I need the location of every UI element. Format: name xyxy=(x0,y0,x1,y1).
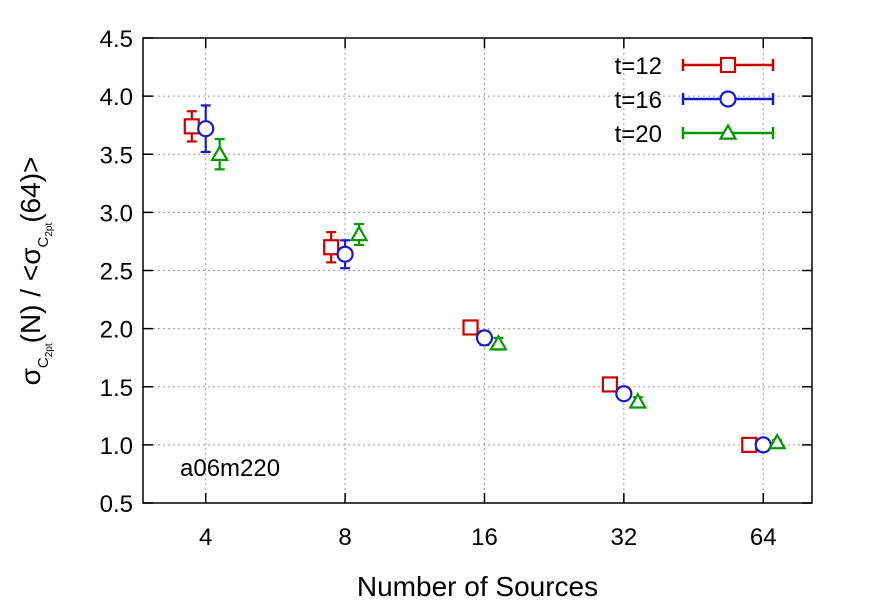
data-series xyxy=(183,104,787,454)
axis-ticks: 0.5 1.0 1.5 2.0 2.5 3.0 3.5 4.0 4.5 4 8 16 32 64 xyxy=(100,26,812,551)
y-tick-label: 2.0 xyxy=(100,317,133,344)
gridlines xyxy=(143,38,812,503)
x-tick-label: 16 xyxy=(471,524,498,551)
y-axis-title-sub-c-2: C xyxy=(35,237,52,248)
data-point xyxy=(475,329,494,347)
y-tick-label: 2.5 xyxy=(100,259,133,286)
data-point xyxy=(601,376,619,393)
legend-marker xyxy=(719,56,737,74)
y-axis-title-end: (64)> xyxy=(15,157,46,223)
x-tick-label: 32 xyxy=(610,524,637,551)
data-point xyxy=(462,319,479,336)
x-axis-title: Number of Sources xyxy=(357,571,598,602)
series-t=12 xyxy=(183,110,758,453)
data-point xyxy=(741,436,758,453)
data-point xyxy=(197,120,215,138)
y-axis-title-mid: (N) / <σ xyxy=(15,248,46,344)
data-point xyxy=(767,432,787,450)
legend-marker xyxy=(718,123,738,140)
data-point xyxy=(615,385,633,403)
data-point xyxy=(628,392,648,409)
y-axis-title-sub-2pt: 2pt xyxy=(44,343,55,357)
y-tick-label: 3.5 xyxy=(100,142,133,169)
y-axis-title-sub-c: C xyxy=(35,357,52,368)
y-tick-label: 4.0 xyxy=(100,84,133,111)
y-axis-title-sub-2pt-2: 2pt xyxy=(44,223,55,237)
y-axis-title: σC2pt(N) / <σC2pt(64)> xyxy=(15,157,55,386)
data-point xyxy=(323,239,340,256)
legend-marker xyxy=(719,90,737,108)
y-tick-label: 3.0 xyxy=(100,200,133,227)
data-point xyxy=(489,334,508,351)
series-t=16 xyxy=(197,104,772,454)
x-tick-label: 8 xyxy=(338,524,351,551)
legend-label: t=20 xyxy=(615,121,662,148)
x-tick-label: 64 xyxy=(750,524,777,551)
data-point xyxy=(336,245,354,263)
series-t=20 xyxy=(210,138,787,450)
data-point xyxy=(349,224,369,242)
x-tick-label: 4 xyxy=(199,524,212,551)
data-point xyxy=(754,436,772,454)
legend-label: t=16 xyxy=(615,87,662,114)
legend: t=12 t=16 t=20 xyxy=(615,53,775,148)
y-tick-label: 0.5 xyxy=(100,491,133,518)
y-tick-label: 1.0 xyxy=(100,433,133,460)
legend-label: t=12 xyxy=(615,53,662,80)
data-point xyxy=(183,118,200,135)
y-tick-label: 4.5 xyxy=(100,26,133,53)
dataset-annotation: a06m220 xyxy=(180,455,280,482)
y-axis-title-sigma: σ xyxy=(15,368,46,385)
data-point xyxy=(210,144,230,161)
y-tick-label: 1.5 xyxy=(100,375,133,402)
